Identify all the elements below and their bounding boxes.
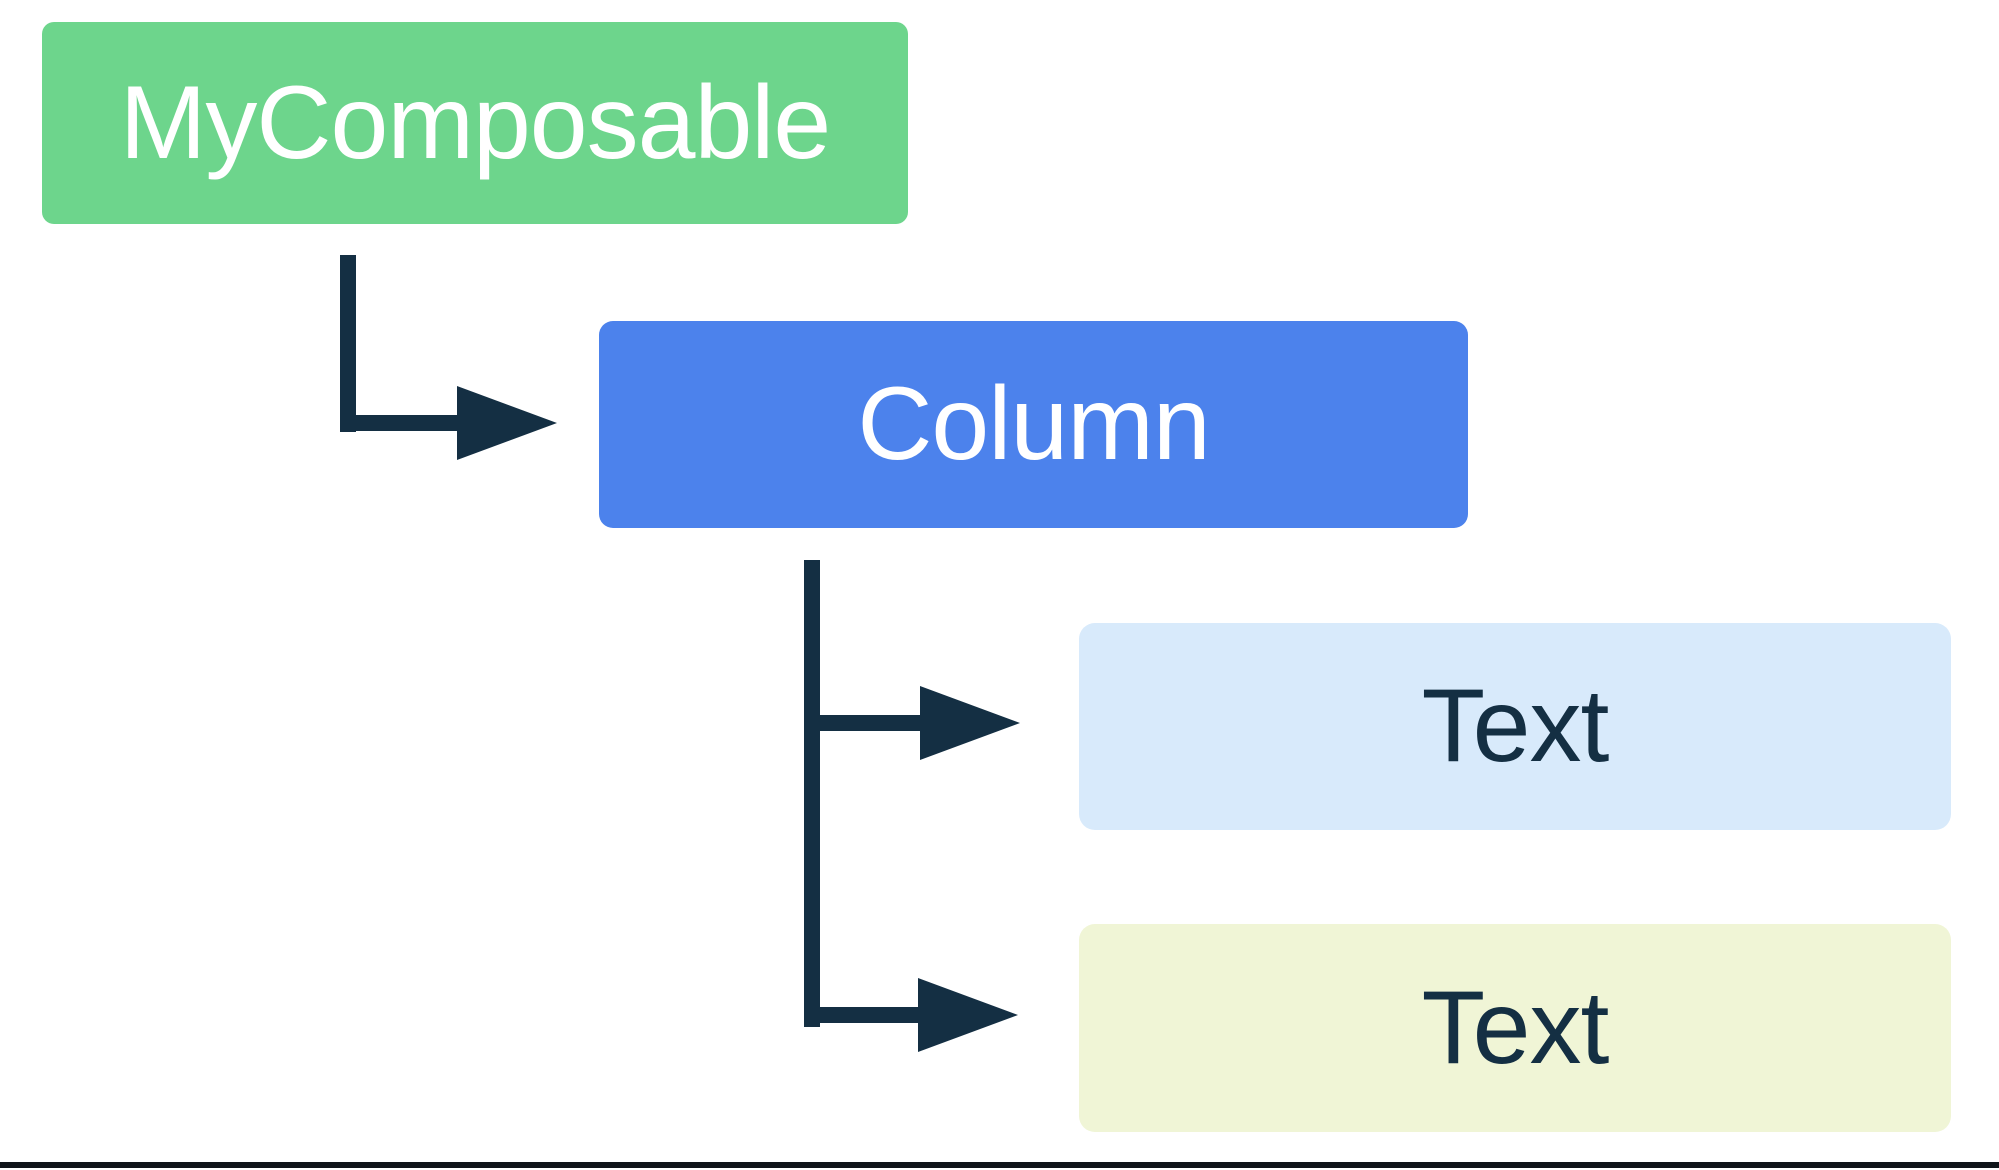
node-text-1-label: Text (1421, 668, 1610, 784)
node-mycomposable-label: MyComposable (119, 64, 832, 181)
node-text-2: Text (1079, 924, 1951, 1132)
node-column-label: Column (857, 366, 1210, 482)
node-column: Column (599, 321, 1468, 528)
node-mycomposable: MyComposable (42, 22, 908, 224)
node-text-1: Text (1079, 623, 1951, 830)
node-text-2-label: Text (1421, 969, 1610, 1086)
arrowhead-right-icon (918, 978, 1018, 1052)
edge-mycomposable-column-horizontal-segment (340, 415, 457, 431)
edge-mycomposable-column-vertical-segment (340, 255, 356, 432)
arrowhead-right-icon (457, 386, 557, 460)
edge-column-children-trunk-segment (804, 560, 820, 1027)
arrowhead-right-icon (920, 686, 1020, 760)
edge-column-text1-horizontal-segment (804, 715, 920, 731)
page-bottom-border (0, 1162, 1999, 1168)
edge-column-text2-horizontal-segment (804, 1007, 918, 1023)
